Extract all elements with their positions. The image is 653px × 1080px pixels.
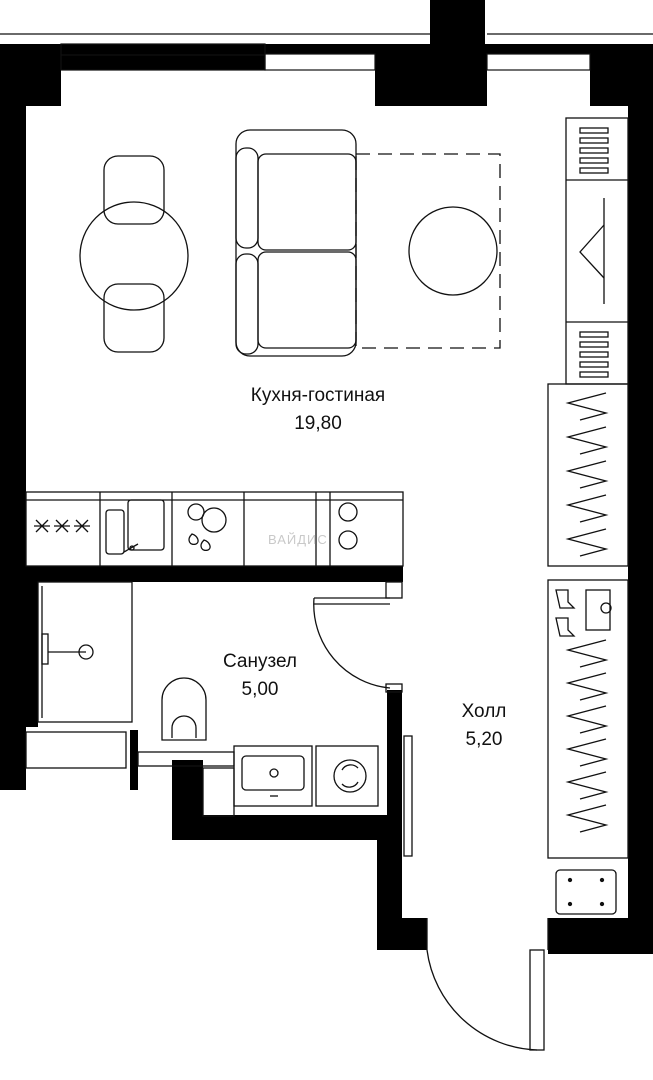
windows — [0, 33, 653, 71]
room-area: 5,20 — [465, 729, 503, 750]
cooktop-burners-icon — [34, 519, 90, 533]
room-label-hall: Холл 5,20 — [424, 698, 544, 754]
sofa — [235, 129, 357, 357]
boots-icon — [555, 589, 612, 637]
watermark: ВАЙДИС — [268, 532, 328, 547]
wardrobe-middle — [547, 383, 629, 567]
coffee-table — [408, 206, 498, 296]
hall-mirror — [403, 735, 413, 857]
dishwasher-icon — [187, 503, 227, 552]
room-name: Кухня-гостиная — [250, 385, 386, 406]
bathroom-sink — [202, 745, 313, 817]
entry-door — [426, 918, 549, 1051]
rug — [355, 153, 501, 349]
sink-icon — [105, 499, 165, 555]
shower — [37, 581, 133, 723]
oven-icon — [338, 502, 358, 550]
bath-step — [25, 731, 127, 769]
washing-machine-icon — [315, 745, 379, 807]
wardrobe-hall — [547, 579, 629, 859]
kitchen-counter — [25, 491, 404, 567]
wardrobe-top — [565, 117, 629, 385]
room-name: Санузел — [222, 651, 297, 672]
room-name: Холл — [461, 701, 507, 722]
shower-drain-icon — [41, 633, 94, 665]
bathroom-door — [313, 581, 403, 693]
hanger-icon — [565, 639, 609, 833]
hanger-icon — [565, 392, 609, 557]
room-label-living: Кухня-гостиная 19,80 — [198, 382, 438, 438]
room-label-bathroom: Санузел 5,00 — [180, 648, 340, 704]
room-area: 19,80 — [294, 413, 342, 434]
room-area: 5,00 — [241, 679, 279, 700]
shoe-cabinet — [555, 869, 617, 915]
walls — [0, 0, 653, 954]
dining-table — [79, 155, 189, 353]
